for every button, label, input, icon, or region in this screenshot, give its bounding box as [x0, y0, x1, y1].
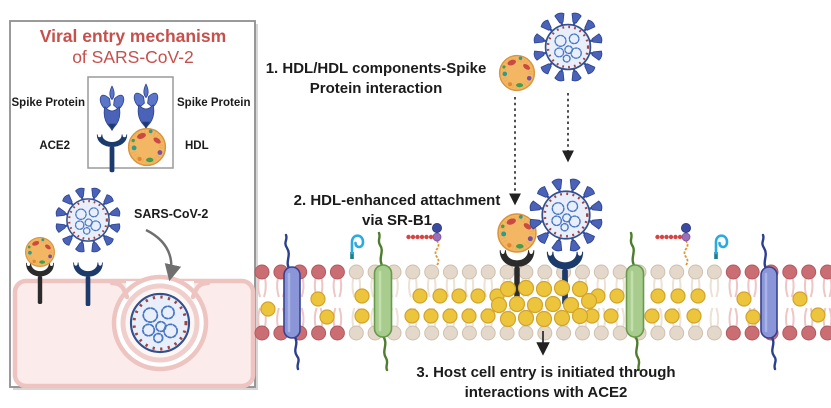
glycan-icon	[348, 234, 365, 261]
step-1-text: 1. HDL/HDL components-Spike Protein inte…	[265, 60, 487, 97]
lipid-raft-cluster	[490, 279, 598, 328]
label-hdl: HDL	[185, 140, 209, 152]
blue-protein-icon	[282, 233, 302, 371]
cholesterol-spheres	[260, 288, 826, 325]
label-spike-protein-left: Spike Protein	[11, 97, 86, 109]
glycan-icon	[654, 222, 692, 266]
blue-protein-icon	[759, 233, 779, 371]
left-panel	[9, 20, 258, 390]
step-2-text: 2. HDL-enhanced attachment via SR-B1	[293, 192, 501, 229]
label-spike-protein-right: Spike Protein	[177, 97, 251, 109]
panel-title: Viral entry mechanism of SARS-CoV-2	[12, 26, 254, 68]
glycan-icon	[712, 234, 729, 261]
virus-particle	[529, 178, 603, 252]
panel-title-line2: of SARS-CoV-2	[72, 47, 194, 67]
hdl-particle-icon	[129, 129, 166, 166]
endocytosis-arrow	[145, 228, 182, 282]
hdl-particle	[500, 56, 535, 91]
virus-particle	[533, 12, 603, 82]
green-protein-icon	[373, 231, 393, 372]
panel-title-line1: Viral entry mechanism	[39, 26, 227, 46]
label-ace2: ACE2	[39, 140, 70, 152]
hdl-particle	[23, 235, 57, 269]
endocytosed-virus	[120, 283, 200, 363]
label-sars-cov-2: SARS-CoV-2	[134, 207, 209, 221]
green-protein-icon	[625, 231, 645, 372]
step-3-text: 3. Host cell entry is initiated through …	[416, 364, 676, 401]
inset-legend-box	[87, 76, 174, 173]
